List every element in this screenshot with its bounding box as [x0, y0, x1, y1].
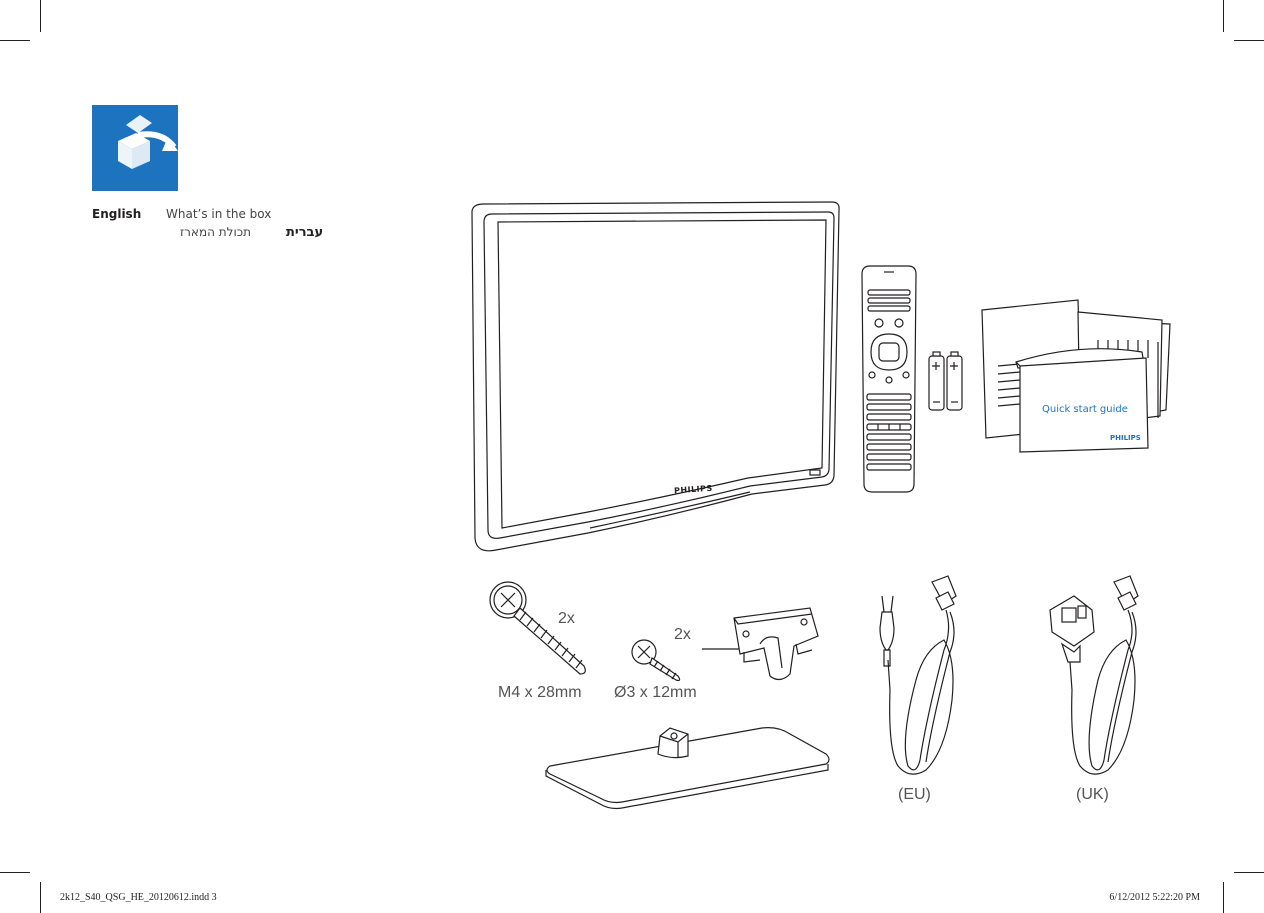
footer-timestamp: 6/12/2012 5:22:20 PM	[1109, 892, 1200, 903]
language-label-he: עברית	[286, 225, 323, 240]
tv-illustration: PHILIPS	[470, 198, 842, 556]
power-cord-uk-illustration	[1034, 570, 1152, 782]
large-screw-illustration	[486, 578, 596, 680]
crop-mark	[0, 872, 30, 873]
large-screw-quantity: 2x	[558, 610, 575, 628]
crop-mark	[0, 40, 30, 41]
guide-title: Quick start guide	[1042, 404, 1128, 415]
crop-mark	[40, 0, 41, 32]
crop-mark	[1223, 882, 1224, 913]
section-title-en: What’s in the box	[166, 207, 271, 221]
documentation-illustration: Quick start guide PHILIPS	[980, 298, 1172, 454]
remote-control-illustration	[858, 262, 920, 496]
section-title-he: תכולת המארז	[180, 225, 251, 239]
power-cord-eu-label: (EU)	[898, 786, 931, 804]
stand-base-illustration	[542, 724, 834, 810]
small-screw-size: Ø3 x 12mm	[614, 684, 697, 702]
crop-mark	[1223, 0, 1224, 32]
large-screw-size: M4 x 28mm	[498, 684, 582, 702]
crop-mark	[1234, 872, 1264, 873]
box-icon	[92, 105, 178, 191]
guide-brand-logo: PHILIPS	[1110, 434, 1141, 442]
language-label-en: English	[92, 207, 141, 221]
batteries-illustration	[926, 350, 966, 412]
crop-mark	[40, 882, 41, 913]
power-cord-eu-illustration	[860, 570, 970, 782]
power-cord-uk-label: (UK)	[1076, 786, 1109, 804]
small-screw-quantity: 2x	[674, 626, 691, 644]
footer-filename: 2k12_S40_QSG_HE_20120612.indd 3	[60, 892, 217, 903]
bracket-illustration	[700, 604, 822, 684]
crop-mark	[1234, 40, 1264, 41]
